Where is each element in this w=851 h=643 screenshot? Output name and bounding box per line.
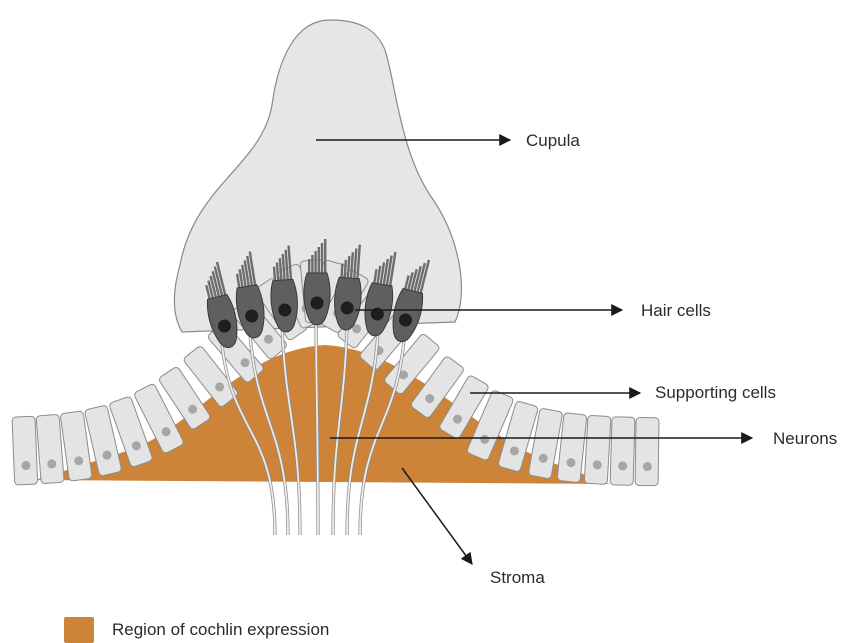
- supporting-cell: [610, 417, 635, 486]
- supporting-cell: [557, 413, 587, 483]
- stereocilium: [314, 251, 316, 275]
- stereocilium: [324, 239, 326, 275]
- cupula-label: Cupula: [526, 131, 580, 150]
- hair-cells-label: Hair cells: [641, 301, 711, 320]
- legend: Region of cochlin expression: [64, 617, 329, 643]
- supporting-cell: [635, 417, 659, 485]
- neurons-label: Neurons: [773, 429, 837, 448]
- legend-swatch: [64, 617, 94, 643]
- stroma-label: Stroma: [490, 568, 545, 587]
- supporting-cell: [584, 415, 611, 484]
- legend-label: Region of cochlin expression: [112, 620, 329, 640]
- supporting-cells-label: Supporting cells: [655, 383, 776, 402]
- supporting-cell: [12, 416, 38, 485]
- stereocilium: [318, 247, 320, 275]
- hair-cell-nucleus: [311, 297, 324, 310]
- supporting-cell: [36, 414, 64, 484]
- stereocilium: [311, 255, 313, 275]
- stereocilium: [321, 243, 323, 275]
